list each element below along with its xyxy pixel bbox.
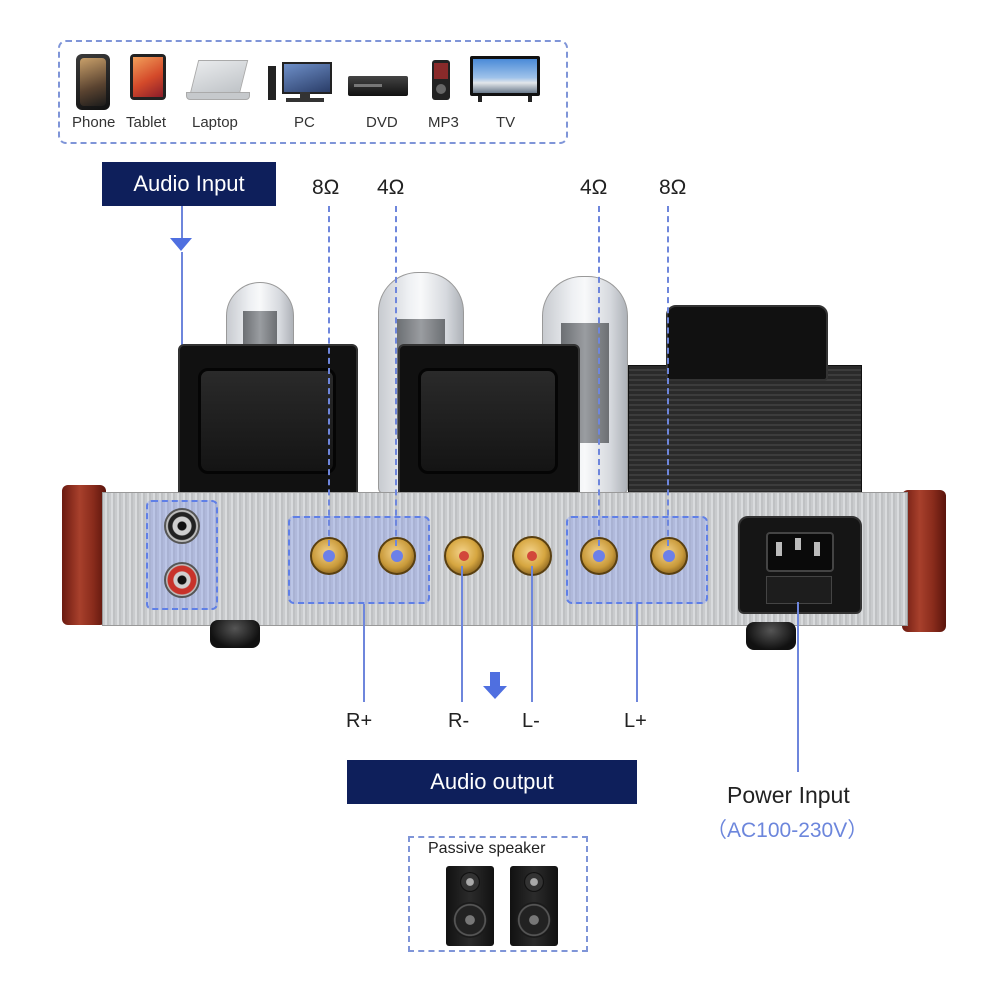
- passive-speaker-label: Passive speaker: [428, 840, 546, 857]
- power-connector-line: [797, 602, 799, 772]
- power-input-spec: （AC100-230V）: [706, 819, 869, 842]
- line-r-minus: [461, 566, 463, 702]
- audio-output-banner: Audio output: [347, 760, 637, 804]
- terminal-label-r-minus: R-: [448, 710, 470, 732]
- line-r-plus: [363, 604, 365, 702]
- speaker-terminal-r-minus[interactable]: [444, 536, 484, 576]
- speaker-icon-left: [446, 866, 494, 946]
- line-l-minus: [531, 566, 533, 702]
- speaker-terminal-r-4ohm[interactable]: [378, 537, 416, 575]
- laptop-icon: [186, 60, 250, 102]
- device-label-phone: Phone: [72, 114, 116, 131]
- power-socket[interactable]: [738, 516, 862, 614]
- line-l-plus: [636, 604, 638, 702]
- speaker-terminal-l-4ohm[interactable]: [580, 537, 618, 575]
- impedance-label-l-4: 4Ω: [580, 176, 608, 199]
- device-label-mp3: MP3: [428, 114, 459, 131]
- leader-l-8: [667, 206, 669, 546]
- device-label-dvd: DVD: [366, 114, 398, 131]
- foot-right: [746, 622, 796, 650]
- wood-side-panel-right: [902, 490, 946, 632]
- device-label-tv: TV: [496, 114, 516, 131]
- leader-r-4: [395, 206, 397, 546]
- input-arrow-shaft: [181, 206, 183, 238]
- output-transformer-left: [178, 344, 358, 500]
- tablet-icon: [130, 54, 166, 100]
- audio-input-banner: Audio Input: [102, 162, 276, 206]
- speaker-terminal-l-8ohm[interactable]: [650, 537, 688, 575]
- tv-icon: [470, 56, 540, 104]
- impedance-label-l-8: 8Ω: [659, 176, 687, 199]
- power-input-title: Power Input: [727, 782, 850, 808]
- phone-icon: [76, 54, 110, 110]
- leader-r-8: [328, 206, 330, 546]
- passive-speaker-panel: Passive speaker: [408, 836, 588, 952]
- output-arrow-shaft: [490, 672, 500, 686]
- tube-amplifier: [40, 250, 970, 660]
- source-devices-panel: Phone Tablet Laptop PC DVD MP3 TV: [58, 40, 568, 144]
- output-arrow-icon: [483, 686, 507, 699]
- mp3-player-icon: [432, 60, 450, 100]
- fuse-drawer[interactable]: [766, 576, 832, 604]
- device-label-pc: PC: [294, 114, 315, 131]
- rca-input-jack-red[interactable]: [164, 562, 200, 598]
- leader-l-4: [598, 206, 600, 546]
- power-transformer-body: [628, 365, 862, 507]
- foot-left: [210, 620, 260, 648]
- input-arrow-icon: [170, 238, 192, 251]
- rca-input-jack-white[interactable]: [164, 508, 200, 544]
- terminal-label-l-plus: L+: [624, 710, 647, 732]
- dvd-player-icon: [348, 76, 408, 96]
- output-transformer-right: [398, 344, 580, 500]
- device-label-tablet: Tablet: [126, 114, 167, 131]
- impedance-label-r-4: 4Ω: [377, 176, 405, 199]
- terminal-label-l-minus: L-: [522, 710, 540, 732]
- device-label-laptop: Laptop: [192, 114, 238, 131]
- pc-icon: [268, 62, 332, 104]
- wood-side-panel-left: [62, 485, 106, 625]
- terminal-label-r-plus: R+: [346, 710, 373, 732]
- power-transformer-cap: [666, 305, 828, 381]
- impedance-label-r-8: 8Ω: [312, 176, 340, 199]
- speaker-icon-right: [510, 866, 558, 946]
